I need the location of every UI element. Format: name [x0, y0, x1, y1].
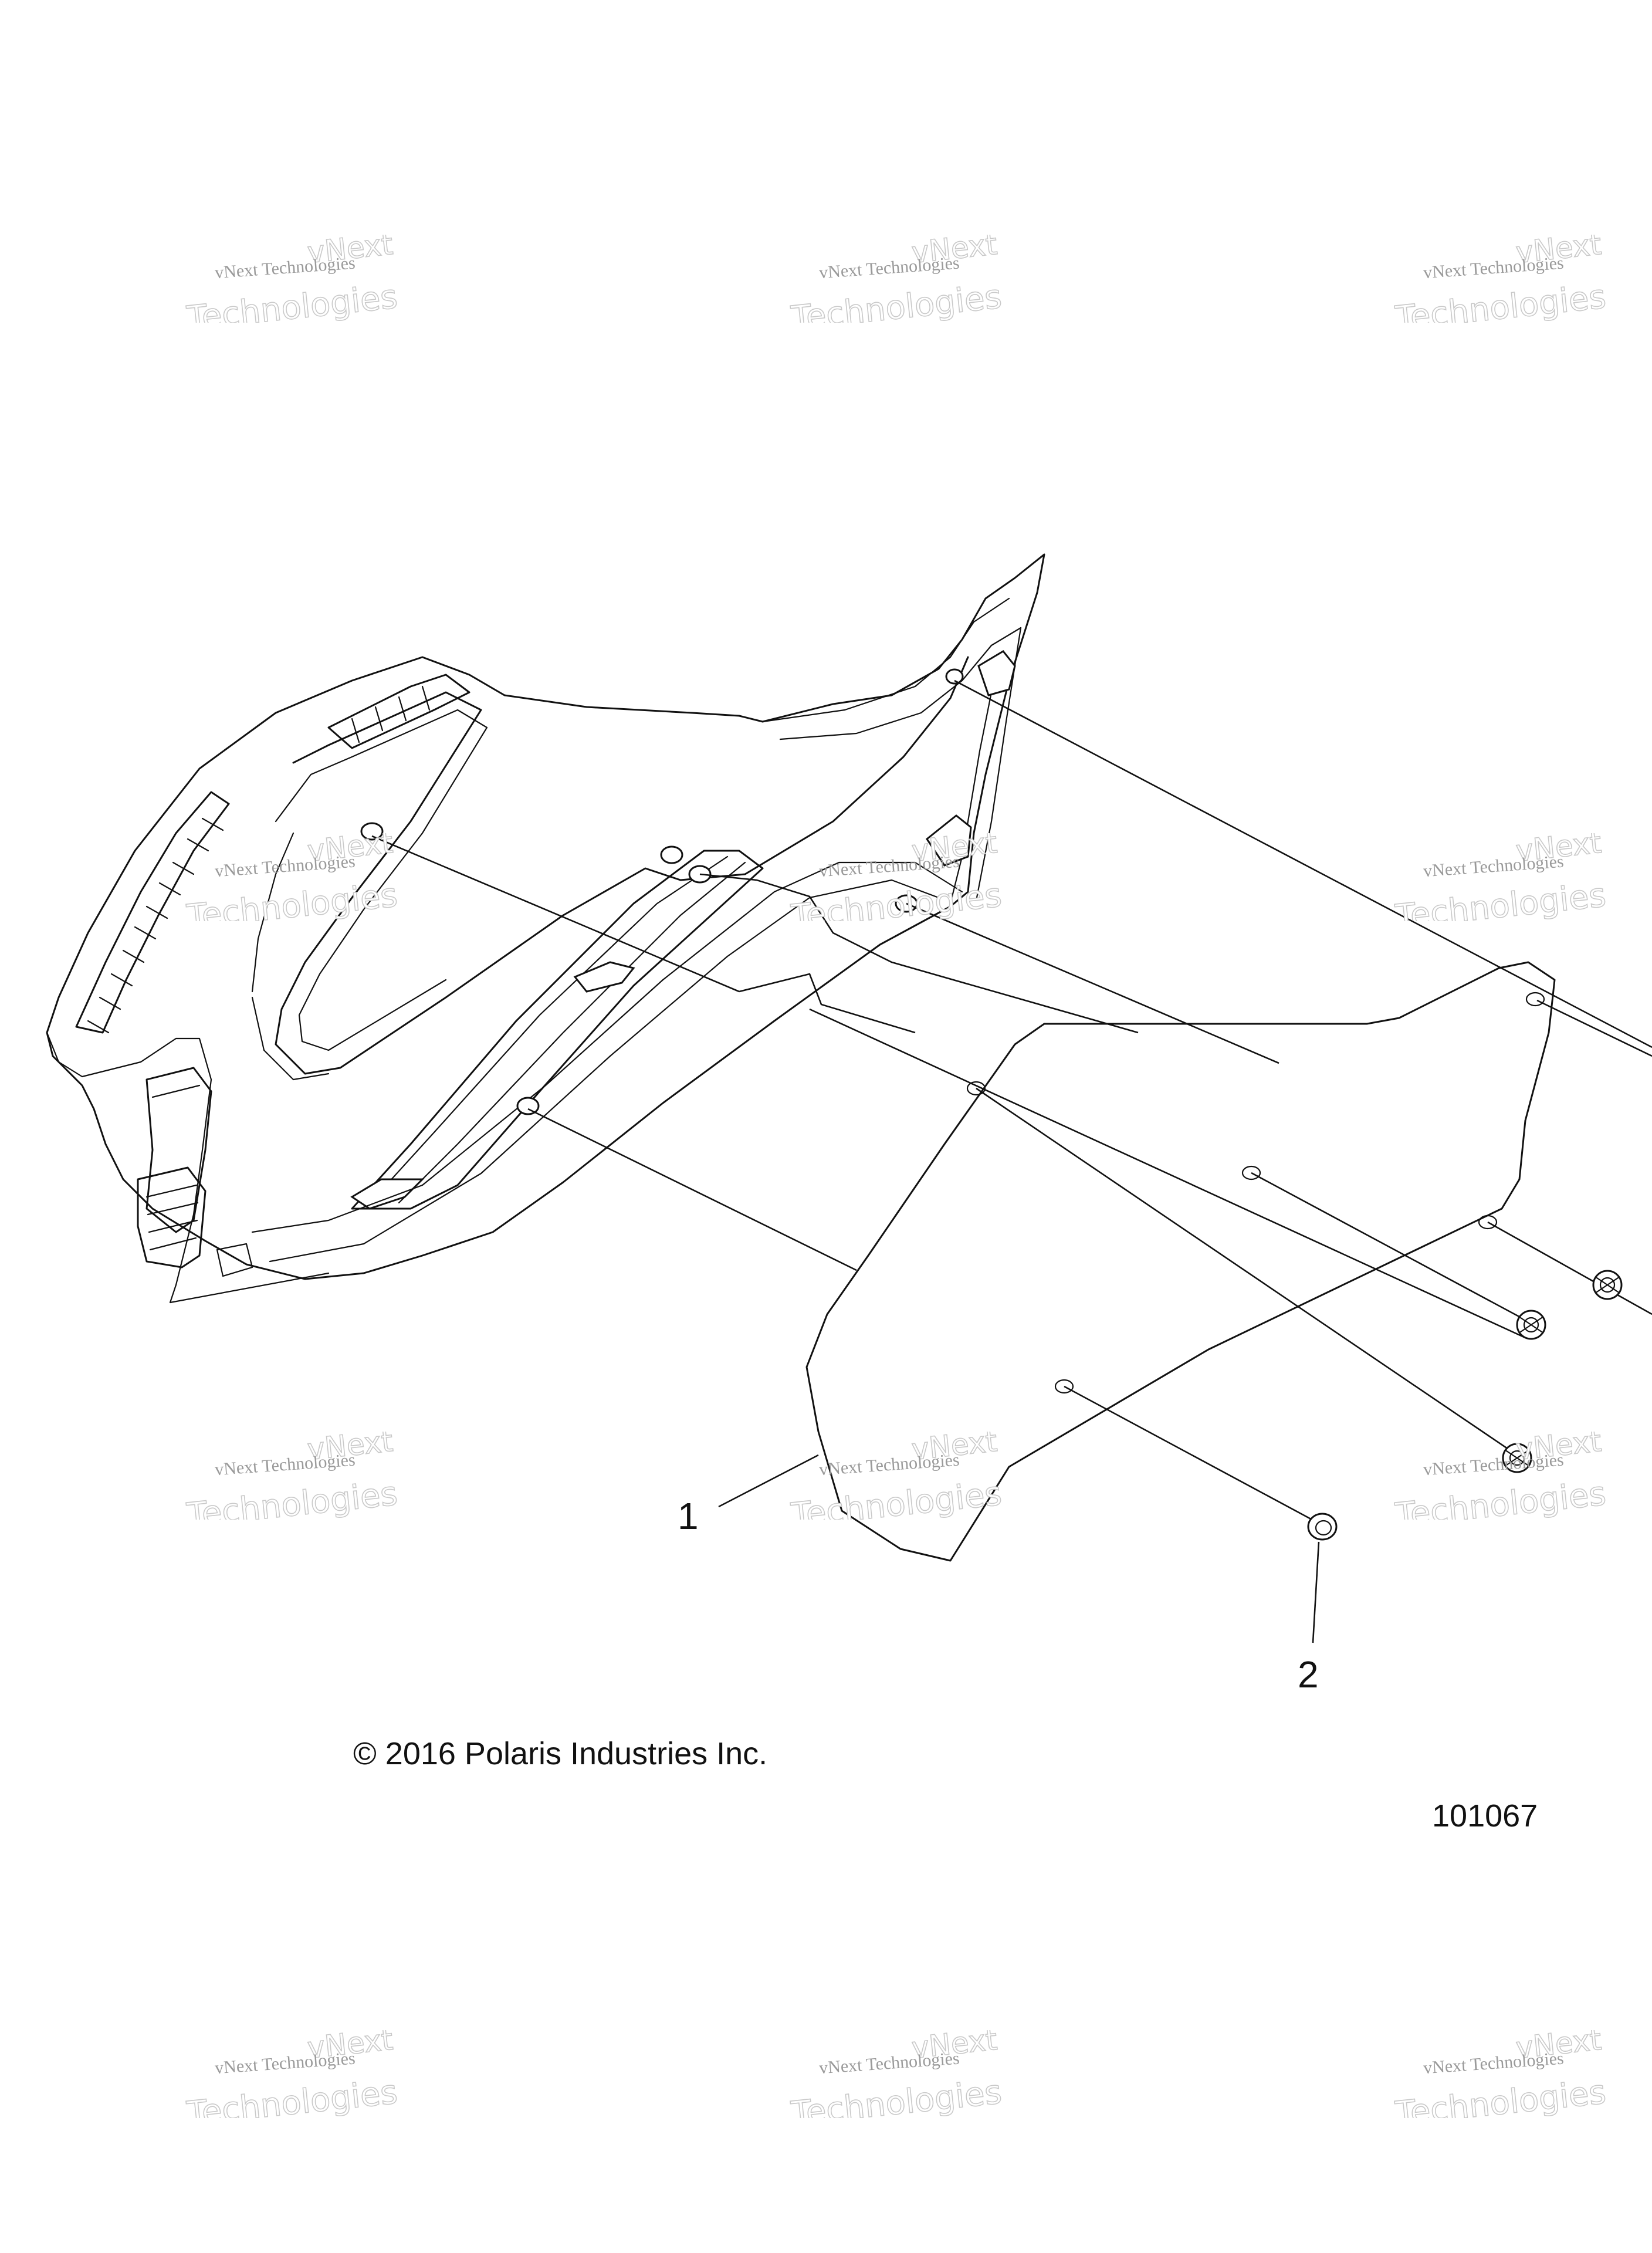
- callout-leaders: [718, 1454, 1320, 1643]
- projection-lines: [371, 679, 1652, 1339]
- copyright-notice: © 2016 Polaris Industries Inc.: [353, 1736, 768, 1771]
- figure-number: 101067: [1432, 1798, 1538, 1833]
- mounting-bosses: [360, 650, 1016, 1115]
- callout-1: 1: [678, 1495, 699, 1537]
- push-rivet-icon: [1516, 1310, 1546, 1340]
- rib-lines: [87, 817, 224, 1034]
- callout-2: 2: [1298, 1653, 1319, 1696]
- nut-icon: [1307, 1513, 1338, 1541]
- body-panel: [46, 553, 1045, 1304]
- push-rivet-icon: [1502, 1443, 1532, 1473]
- hardware-leaders: [976, 999, 1652, 1527]
- fasteners: [1307, 1270, 1623, 1541]
- push-rivet-icon: [1592, 1270, 1623, 1300]
- liner-panel: [805, 961, 1556, 1562]
